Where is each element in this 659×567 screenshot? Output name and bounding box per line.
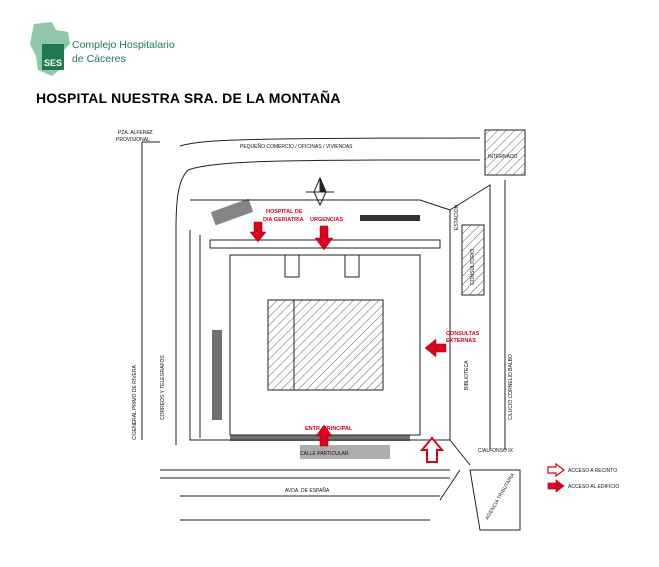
label-right-street: C/LUCIO CORNELIO BALBO — [508, 354, 514, 420]
compass-rose — [306, 176, 334, 207]
label-plaza2: PROVISIONAL — [116, 137, 150, 143]
logo-line2: de Cáceres — [72, 53, 126, 65]
logo-abbr: SES — [44, 58, 62, 68]
legend-recinto-arrow — [547, 462, 565, 478]
label-top-street: PEQUEÑO COMERCIO / OFICINAS / VIVIENDAS — [240, 143, 353, 150]
arrow-principal — [315, 424, 333, 447]
label-agencia: AGENCIA TRIBUTARIA — [485, 472, 517, 521]
label-consultorio: CONSULTORIO — [470, 249, 476, 285]
label-consultas-2: EXTERNAS — [446, 338, 476, 344]
legend-recinto: ACCESO A RECINTO — [568, 468, 617, 474]
ses-logo-mark: SES — [30, 22, 70, 76]
access-arrows — [249, 221, 447, 463]
legend-edificio-arrow — [547, 479, 565, 493]
label-correos: CORREOS Y TELEGRAFOS — [160, 355, 166, 420]
arrow-consultas — [424, 338, 447, 358]
label-estacion: ESTACION — [454, 204, 460, 230]
left-street-inner — [175, 169, 189, 445]
logo-line1: Complejo Hospitalario — [72, 39, 175, 51]
label-geriatria-2: DIA GERIATRIA — [263, 217, 304, 223]
legend-edificio: ACCESO AL EDIFICIO — [568, 484, 619, 490]
estacion-block — [484, 129, 526, 176]
label-left-street: C/GENERAL PRIMO DE RIVERA — [132, 365, 138, 440]
label-internado: INTERNADO — [488, 154, 518, 160]
label-geriatria-1: HOSPITAL DE — [266, 209, 303, 215]
label-plaza: PZA. ALFEREZ — [118, 130, 153, 136]
label-principal: ENTR. PRINCIPAL — [305, 426, 353, 432]
arrow-recinto — [419, 436, 445, 463]
arrow-geriatria — [249, 221, 267, 243]
internado-block — [461, 224, 485, 296]
page-title: HOSPITAL NUESTRA SRA. DE LA MONTAÑA — [36, 90, 341, 106]
top-street-edge — [187, 159, 480, 171]
label-consultas-1: CONSULTAS — [446, 331, 480, 337]
arrow-urgencias — [314, 225, 334, 251]
ses-logo: SES Complejo Hospitalario de Cáceres — [30, 22, 180, 78]
legend: ACCESO A RECINTO ACCESO AL EDIFICIO — [547, 462, 619, 493]
label-calle: CALLE PARTICULAR — [300, 451, 349, 457]
logo-text: Complejo Hospitalario de Cáceres — [72, 38, 175, 66]
label-biblioteca: BIBLIOTECA — [464, 360, 470, 390]
label-urgencias: URGENCIAS — [310, 217, 343, 223]
label-alfonso: C/ALFONSO IX — [478, 448, 514, 454]
label-avenida: AVDA. DE ESPAÑA — [285, 487, 330, 494]
